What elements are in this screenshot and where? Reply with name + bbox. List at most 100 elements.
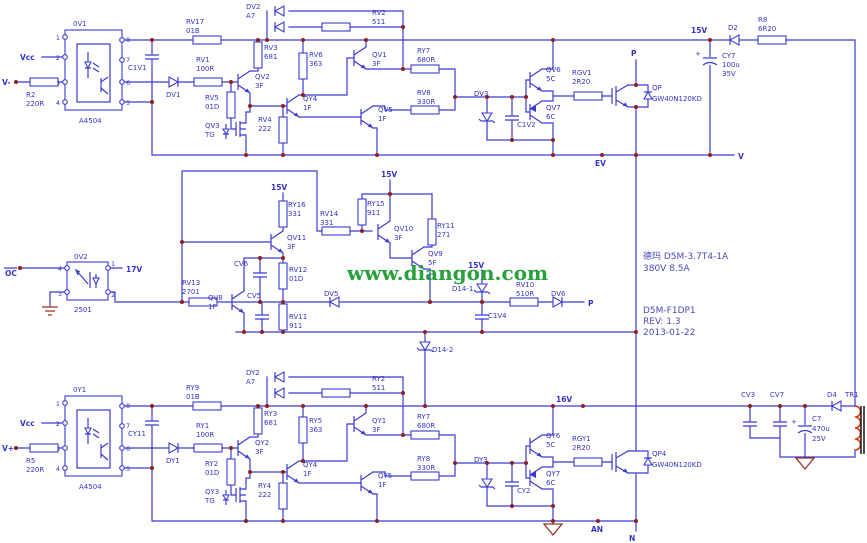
val2-CY7: 35V <box>722 70 736 78</box>
ref-QY3: QY3 <box>205 488 219 496</box>
optocoupler-0V2: 0V2 2501 4 3 1 2 <box>58 253 115 314</box>
transistor-QY4-top <box>286 94 300 118</box>
pin-label: 4 <box>56 465 60 473</box>
mosfet-QY3 <box>222 487 246 505</box>
ref-RV4: RV4 <box>258 116 272 124</box>
ref-D14-1: D14-1 <box>452 285 473 293</box>
transistor-QY1 <box>353 412 367 436</box>
mosfet-QV3 <box>222 121 246 139</box>
transistor-QY7 <box>529 466 543 490</box>
ref-QY1: QY1 <box>372 417 386 425</box>
val-RY7t: 680R <box>417 56 435 64</box>
capacitor-C1V1 <box>145 54 159 60</box>
resistor-RGY1 <box>573 457 603 467</box>
ref-CV3: CV3 <box>741 391 755 399</box>
ref-DY2: DY2 <box>246 369 260 377</box>
pin-label: 6 <box>126 445 130 453</box>
ref-QY4b: QY4 <box>303 461 318 469</box>
ref-RV13: RV13 <box>182 279 200 287</box>
resistor-RY9 <box>192 401 222 411</box>
val-QP: GW40N120KD <box>652 95 702 103</box>
ref-D14-2: D14-2 <box>432 346 453 354</box>
transistor-QV9 <box>411 246 425 270</box>
resistor-RY5 <box>298 416 308 444</box>
ref-RY1: RY1 <box>196 422 209 430</box>
pin-label: 1 <box>56 400 60 408</box>
ref-CV5: CV5 <box>247 292 261 300</box>
ref-QV7: QV7 <box>546 104 561 112</box>
val-QV7: 6C <box>546 113 555 121</box>
igbt-QP <box>611 84 629 108</box>
val-RY3: 681 <box>264 419 277 427</box>
transistor-QV11 <box>270 230 284 254</box>
pin-label: 6 <box>126 79 130 87</box>
val-QV3: TG <box>204 131 215 139</box>
resistor-RY7-top <box>410 64 440 74</box>
ref-DV5: DV5 <box>324 290 339 298</box>
resistor-RV6 <box>298 52 308 80</box>
resistor-RY11 <box>427 218 437 246</box>
diode-D4 <box>830 400 842 412</box>
diode-DV6 <box>552 296 564 308</box>
capacitors <box>145 54 813 487</box>
val-RY7b: 680R <box>417 422 435 430</box>
resistor-RY7-bot <box>410 430 440 440</box>
net-v-minus: V- <box>2 78 10 87</box>
ref-QV10: QV10 <box>394 225 413 233</box>
resistor-RY4 <box>278 482 288 510</box>
pin-label: 4 <box>56 99 60 107</box>
val-RY16: 331 <box>288 210 301 218</box>
resistor-RV4 <box>278 116 288 144</box>
val-QY3: TG <box>204 497 215 505</box>
ref-QV5: QV5 <box>378 106 393 114</box>
ref-QY4t: QY4 <box>303 95 318 103</box>
resistor-RY8 <box>410 471 440 481</box>
val-QV6: 5C <box>546 75 555 83</box>
ground-symbol-opto2 <box>42 306 58 316</box>
val-QV9: 5F <box>428 259 436 267</box>
transistor-QV10 <box>377 220 391 244</box>
ref-RY2v: RY2 <box>205 460 218 468</box>
net-v-plus: V+ <box>2 444 14 453</box>
ref-DY1: DY1 <box>166 457 180 465</box>
resistor-RY3 <box>253 407 263 435</box>
diode-DV5 <box>328 296 340 308</box>
val-RV4: 222 <box>258 125 271 133</box>
ref-RV3: RV3 <box>264 44 278 52</box>
diode-D2 <box>728 34 740 46</box>
diode-DV1 <box>168 76 180 88</box>
ground-symbol-psu <box>794 457 816 471</box>
info-rating: 380V 8.5A <box>643 264 691 274</box>
ref-RY11: RY11 <box>437 222 455 230</box>
net-vcc-bot: Vcc <box>20 419 35 428</box>
ref-QV3: QV3 <box>205 122 220 130</box>
net-labels: P P V EV AN N 15V 15V 15V 15V 16V 17V Vc… <box>2 26 744 543</box>
ref-RY2h: RY2 <box>372 375 385 383</box>
val2-C7: 25V <box>812 435 826 443</box>
opto-mid-part: 2501 <box>74 306 92 314</box>
zener-D14-2 <box>416 341 434 353</box>
resistor-RV11 <box>278 303 288 331</box>
net-an: AN <box>591 525 603 534</box>
ref-QY6: QY6 <box>546 432 561 440</box>
zener-DV3 <box>478 112 496 124</box>
ref-QV1: QV1 <box>372 51 387 59</box>
pin-label: 5 <box>126 99 130 107</box>
ref-DV6: DV6 <box>551 290 566 298</box>
ref-QP4: QP4 <box>652 450 667 458</box>
capacitor-CV7 <box>773 421 787 427</box>
ref-RV2: RV2 <box>372 9 386 17</box>
resistor-RY2-01D <box>226 458 236 486</box>
junction-dots <box>14 25 807 523</box>
val-RV13: 2701 <box>182 288 200 296</box>
ref-RV5: RV5 <box>205 94 219 102</box>
transistor-QV7 <box>529 100 543 124</box>
val-QY6: 5C <box>546 441 555 449</box>
val-CY7: 100u <box>722 61 740 69</box>
val-RY5: 363 <box>309 426 322 434</box>
diode-DV2-b <box>273 21 285 33</box>
ref-RY4: RY4 <box>258 482 272 490</box>
ref-C1V1: C1V1 <box>128 64 147 72</box>
ref-C1V4: C1V4 <box>488 312 507 320</box>
net-p-top: P <box>631 49 637 58</box>
